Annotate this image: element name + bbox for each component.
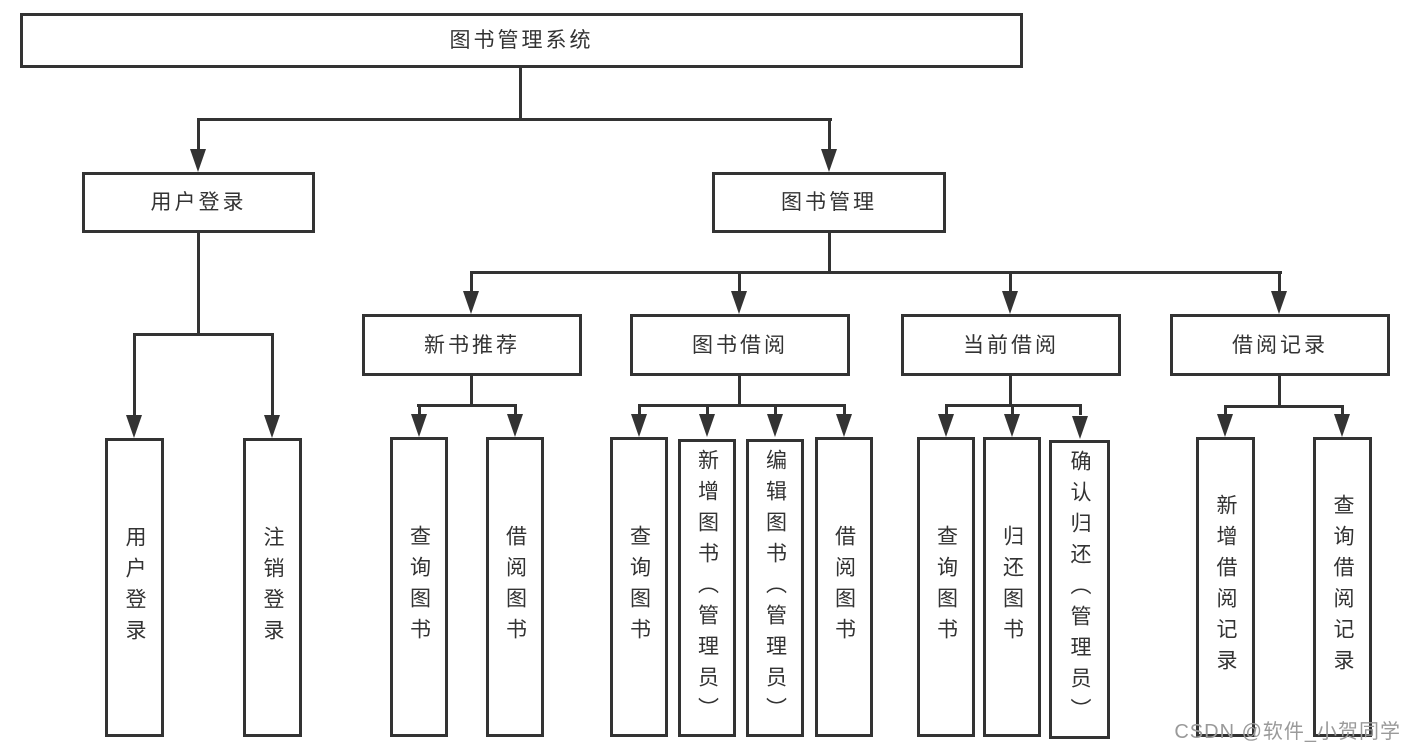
node-root: 图书管理系统 xyxy=(20,13,1023,68)
leaf-label: 新增借阅记录 xyxy=(1214,494,1237,680)
connector-line xyxy=(828,233,831,273)
connector-line xyxy=(514,407,517,415)
arrowhead-down xyxy=(190,149,206,172)
connector-line xyxy=(706,407,709,415)
arrowhead-down xyxy=(126,415,142,438)
arrowhead-down xyxy=(836,414,852,437)
connector-line xyxy=(417,404,517,407)
arrowhead-down xyxy=(938,414,954,437)
connector-line xyxy=(1009,274,1012,292)
connector-line xyxy=(197,118,832,121)
leaf-user-login: 用户登录 xyxy=(105,438,164,737)
arrowhead-down xyxy=(507,414,523,437)
leaf-label: 归还图书 xyxy=(1000,525,1024,649)
connector-line xyxy=(1341,408,1344,415)
leaf-borrow-book: 借阅图书 xyxy=(815,437,873,737)
node-book-management: 图书管理 xyxy=(712,172,946,233)
leaf-label: 借阅图书 xyxy=(832,525,856,649)
connector-line xyxy=(470,376,473,406)
arrowhead-down xyxy=(1271,291,1287,314)
connector-line xyxy=(519,68,522,120)
leaf-label: 用户登录 xyxy=(123,525,146,650)
watermark: CSDN @软件_小贺同学 xyxy=(1174,721,1401,743)
connector-line xyxy=(1009,376,1012,406)
connector-line xyxy=(1079,407,1082,415)
leaf-query-book: 查询图书 xyxy=(917,437,975,737)
leaf-label: 查询图书 xyxy=(934,525,958,649)
leaf-add-borrow-record: 新增借阅记录 xyxy=(1196,437,1255,737)
connector-line xyxy=(271,336,274,415)
arrowhead-down xyxy=(1217,414,1233,437)
node-current-borrow: 当前借阅 xyxy=(901,314,1121,376)
connector-line xyxy=(638,404,846,407)
node-borrow-records: 借阅记录 xyxy=(1170,314,1390,376)
connector-line xyxy=(197,121,200,150)
arrowhead-down xyxy=(1004,414,1020,437)
connector-line xyxy=(1278,274,1281,292)
arrowhead-down xyxy=(264,415,280,438)
leaf-label: 编辑图书（管理员） xyxy=(763,448,787,728)
connector-line xyxy=(945,407,948,415)
connector-line xyxy=(418,407,421,415)
connector-line xyxy=(1278,376,1281,407)
arrowhead-down xyxy=(1072,416,1088,439)
connector-line xyxy=(774,407,777,415)
leaf-query-book: 查询图书 xyxy=(610,437,668,737)
arrowhead-down xyxy=(699,414,715,437)
connector-line xyxy=(1224,405,1344,408)
arrowhead-down xyxy=(767,414,783,437)
connector-line xyxy=(828,121,831,150)
leaf-edit-book-admin: 编辑图书（管理员） xyxy=(746,439,804,737)
node-new-book-recommend: 新书推荐 xyxy=(362,314,582,376)
connector-line xyxy=(638,407,641,415)
node-user-login: 用户登录 xyxy=(82,172,315,233)
leaf-label: 查询图书 xyxy=(627,525,651,649)
connector-line xyxy=(738,376,741,406)
leaf-label: 新增图书（管理员） xyxy=(695,448,719,728)
connector-line xyxy=(1224,408,1227,415)
arrowhead-down xyxy=(1334,414,1350,437)
leaf-add-book-admin: 新增图书（管理员） xyxy=(678,439,736,737)
node-book-borrow: 图书借阅 xyxy=(630,314,850,376)
arrowhead-down xyxy=(1002,291,1018,314)
leaf-confirm-return-admin: 确认归还（管理员） xyxy=(1049,440,1110,739)
leaf-label: 查询借阅记录 xyxy=(1331,494,1354,680)
arrowhead-down xyxy=(463,291,479,314)
connector-line xyxy=(133,336,136,415)
arrowhead-down xyxy=(631,414,647,437)
arrowhead-down xyxy=(731,291,747,314)
arrowhead-down xyxy=(411,414,427,437)
connector-line xyxy=(470,271,1282,274)
leaf-borrow-book: 借阅图书 xyxy=(486,437,544,737)
connector-line xyxy=(1011,407,1014,415)
connector-line xyxy=(843,407,846,415)
connector-line xyxy=(470,274,473,292)
connector-line xyxy=(738,274,741,292)
leaf-query-borrow-record: 查询借阅记录 xyxy=(1313,437,1372,737)
arrowhead-down xyxy=(821,149,837,172)
leaf-query-book: 查询图书 xyxy=(390,437,448,737)
leaf-return-book: 归还图书 xyxy=(983,437,1041,737)
connector-line xyxy=(133,333,274,336)
connector-line xyxy=(197,233,200,335)
leaf-label: 借阅图书 xyxy=(503,525,527,649)
leaf-logout: 注销登录 xyxy=(243,438,302,737)
leaf-label: 查询图书 xyxy=(407,525,431,649)
leaf-label: 注销登录 xyxy=(261,525,284,650)
connector-line xyxy=(945,404,1082,407)
leaf-label: 确认归还（管理员） xyxy=(1068,450,1091,729)
